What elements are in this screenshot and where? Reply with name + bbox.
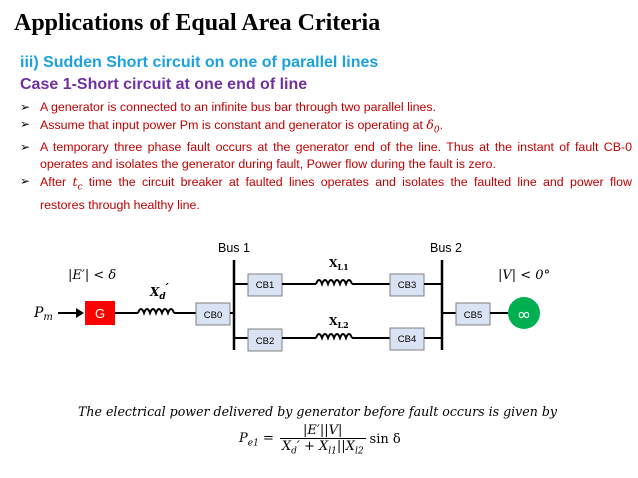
bullet-item: ➢ After tc time the circuit breaker at f… [20, 173, 632, 213]
den-prime: ′ [296, 439, 300, 454]
den-xd-sub: d [291, 446, 297, 457]
formula-rhs: sin δ [369, 432, 401, 448]
formula-equals: = [262, 431, 274, 446]
breaker-cb4-label: CB4 [398, 334, 416, 345]
breaker-cb2-label: CB2 [256, 336, 274, 347]
bullet-item: ➢ A temporary three phase fault occurs a… [20, 139, 632, 173]
infinite-bus-voltage-label: |V| < 0° [498, 268, 550, 283]
den-xd: X [281, 439, 292, 454]
arrow-bullet-icon: ➢ [20, 174, 31, 189]
den-xl2-sub: l2 [354, 446, 364, 457]
formula-lhs-symbol: P [239, 431, 248, 446]
bullet-item: ➢ A generator is connected to an infinit… [20, 99, 632, 116]
bullet-text: A generator is connected to an infinite … [40, 100, 437, 114]
bus1-label: Bus 1 [218, 241, 250, 255]
bullet-list: ➢ A generator is connected to an infinit… [20, 99, 632, 214]
xl1-label: XL1 [329, 257, 349, 272]
tc-symbol: t [72, 174, 78, 190]
slide-title: Applications of Equal Area Criteria [14, 10, 381, 36]
breaker-cb0-label: CB0 [204, 310, 222, 321]
xl2-reactance-coil [315, 333, 353, 341]
arrow-bullet-icon: ➢ [20, 140, 31, 155]
formula-lhs: Pe1 = [238, 423, 280, 457]
den-plus: + [303, 439, 315, 454]
arrow-bullet-icon: ➢ [20, 100, 31, 114]
formula-lhs-subscript: e1 [247, 438, 259, 449]
generator-emf-label: |E′| < δ [68, 268, 116, 283]
section-heading: iii) Sudden Short circuit on one of para… [20, 54, 379, 71]
generator-box [85, 301, 115, 325]
formula-caption: The electrical power delivered by genera… [78, 404, 558, 419]
delta-subscript: 0 [433, 125, 440, 136]
xd-label: Xd′ [149, 281, 170, 302]
mechanical-power-label: Pm [33, 305, 53, 323]
bullet-text: After [40, 175, 73, 190]
power-formula: Pe1 = |E′||V| sin δ Xd′ + Xl1||Xl2 [238, 423, 402, 457]
breaker-cb5-label: CB5 [464, 310, 482, 321]
den-xl2: X [345, 439, 355, 454]
bullet-text-end: time the circuit breaker at faulted line… [40, 175, 632, 212]
breaker-cb2 [247, 328, 283, 352]
tc-subscript: c [77, 182, 83, 193]
xd-reactance-coil [137, 308, 175, 316]
formula-numerator: |E′||V| [279, 423, 366, 439]
case-heading: Case 1-Short circuit at one end of line [20, 76, 308, 93]
arrow-bullet-icon: ➢ [20, 117, 31, 131]
bullet-text-end: . [439, 118, 444, 132]
breaker-cb3-label: CB3 [398, 280, 416, 291]
delta-symbol: δ [426, 117, 434, 132]
xl1-reactance-coil [315, 279, 353, 287]
infinite-bus-symbol: ∞ [517, 305, 531, 325]
arrowhead-icon [76, 308, 84, 318]
formula-denominator: Xd′ + Xl1||Xl2 [280, 439, 366, 457]
bus2-label: Bus 2 [430, 241, 462, 255]
circuit-diagram: Bus 1 Bus 2 |E′| < δ |V| < 0° Pm G Xd′ C… [33, 241, 550, 352]
den-parallel: || [336, 439, 346, 454]
bullet-item: ➢ Assume that input power Pm is constant… [20, 116, 632, 139]
xl2-label: XL2 [329, 315, 349, 330]
bullet-text: Assume that input power Pm is constant a… [40, 118, 427, 132]
den-xl1: X [319, 439, 329, 454]
infinite-bus-icon [508, 297, 540, 329]
generator-label: G [95, 306, 105, 321]
formula-table: Pe1 = |E′||V| sin δ Xd′ + Xl1||Xl2 [238, 423, 402, 457]
den-xl1-sub: l1 [328, 446, 337, 457]
breaker-cb1-label: CB1 [256, 280, 274, 291]
bullet-text: A temporary three phase fault occurs at … [40, 140, 632, 172]
